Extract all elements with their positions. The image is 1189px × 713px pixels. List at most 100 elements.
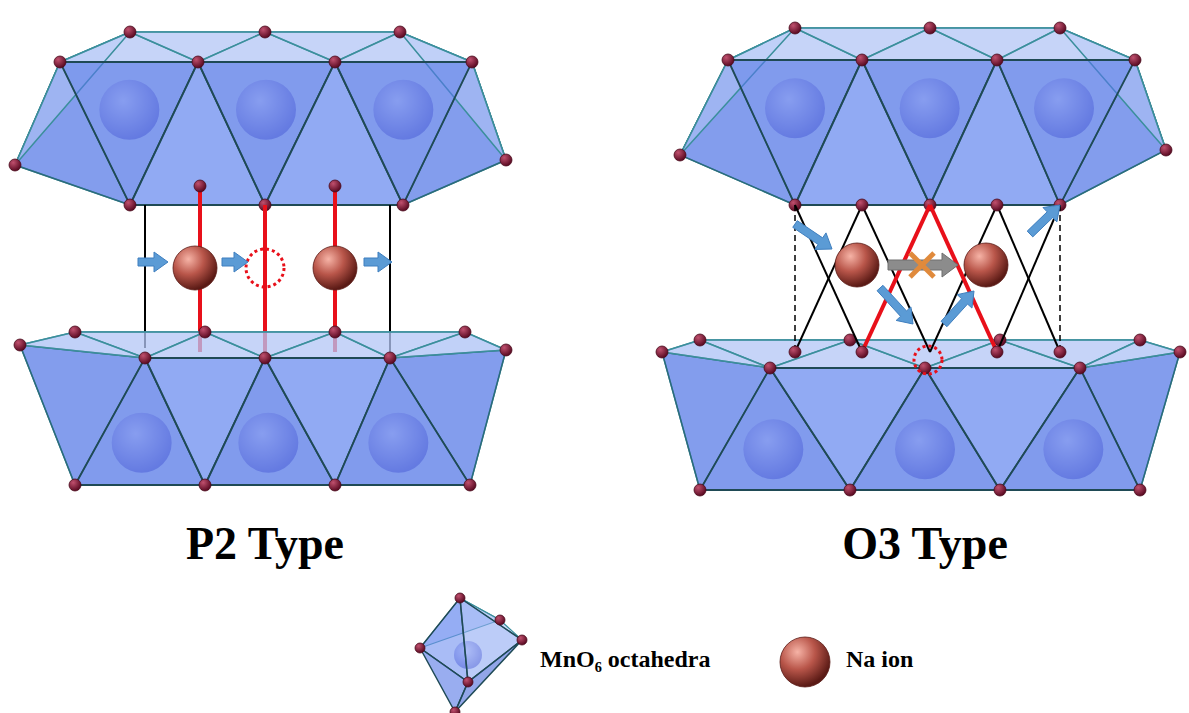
migration-arrow (222, 252, 248, 272)
blocked-mark (910, 253, 934, 277)
octahedron-face (997, 60, 1135, 205)
oxygen-atom (464, 479, 476, 491)
oxygen-atom (14, 339, 26, 351)
oxygen-atom (329, 326, 341, 338)
layer-slab (15, 32, 506, 205)
sodium-ion (173, 246, 217, 290)
octahedron-legend-icon (455, 640, 522, 712)
oxygen-atom (495, 615, 505, 625)
oxygen-atom (500, 154, 512, 166)
oxygen-atom (259, 352, 271, 364)
oxygen-atom (991, 199, 1003, 211)
oxygen-atom (694, 334, 706, 346)
oxygen-atom (259, 26, 271, 38)
blocked-mark (910, 253, 934, 277)
sodium-ion (780, 637, 830, 687)
oxygen-atom (450, 707, 460, 713)
oxygen-atom (674, 149, 686, 161)
octahedral-edge (997, 205, 1060, 352)
oxygen-atom (789, 346, 801, 358)
oxygen-atom (124, 199, 136, 211)
migration-arrow (364, 252, 392, 272)
layer-slab (20, 332, 506, 485)
oxygen-atom (329, 180, 341, 192)
oxygen-atom (1134, 484, 1146, 496)
octahedron-face (1000, 368, 1140, 490)
panel-title-box: O3 Type (725, 518, 1125, 571)
legend-label-box: MnO₆ octahedra (540, 646, 711, 674)
octahedron-face (335, 62, 472, 205)
layer-slab (680, 28, 1166, 205)
octahedral-edge (1059, 205, 1061, 352)
octahedron-face (335, 358, 470, 485)
oxygen-atom (991, 346, 1003, 358)
migration-arrow (793, 221, 832, 250)
oxygen-atom (199, 479, 211, 491)
oxygen-atom (54, 56, 66, 68)
oxygen-atom (394, 26, 406, 38)
oxygen-atom (856, 199, 868, 211)
prism-edge (389, 205, 391, 352)
oxygen-atom (517, 635, 527, 645)
panel-title: P2 Type (186, 518, 344, 569)
octahedron-face (662, 340, 770, 368)
sodium-ion (835, 243, 879, 287)
migration-arrow (1027, 205, 1060, 237)
oxygen-atom (415, 643, 425, 653)
oxygen-atom (1054, 346, 1066, 358)
oxygen-atom (397, 199, 409, 211)
oxygen-atom (991, 54, 1003, 66)
oxygen-atom (459, 326, 471, 338)
oxygen-atom (500, 344, 512, 356)
oxygen-atom (384, 352, 396, 364)
sodium-ion (313, 246, 357, 290)
oxygen-atom (192, 56, 204, 68)
oxygen-atom (463, 677, 473, 687)
prism-edge (144, 205, 146, 348)
oxygen-atom (694, 484, 706, 496)
oxygen-atom (722, 54, 734, 66)
migration-arrow (888, 253, 958, 277)
oxygen-atom (994, 484, 1006, 496)
migration-arrow (877, 285, 913, 324)
oxygen-atom (764, 362, 776, 374)
oxygen-atom (69, 326, 81, 338)
layer-slab (662, 340, 1180, 490)
legend-label: Na ion (846, 646, 913, 672)
oxygen-atom (466, 56, 478, 68)
oxygen-atom (656, 346, 668, 358)
oxygen-atom (1174, 346, 1186, 358)
octahedron-face (20, 332, 145, 358)
oxygen-atom (1074, 362, 1086, 374)
oxygen-atom (124, 26, 136, 38)
oxygen-atom (455, 593, 465, 603)
oxygen-atom (329, 56, 341, 68)
sodium-ion (964, 243, 1008, 287)
oxygen-atom (1054, 22, 1066, 34)
migration-arrow (138, 252, 168, 272)
oxygen-atom (69, 479, 81, 491)
oxygen-atom (856, 54, 868, 66)
oxygen-atom (856, 346, 868, 358)
oxygen-atom (924, 22, 936, 34)
oxygen-atom (194, 180, 206, 192)
oxygen-atom (139, 352, 151, 364)
octahedral-edge (997, 205, 1060, 352)
oxygen-atom (9, 159, 21, 171)
oxygen-atom (329, 479, 341, 491)
oxygen-atom (1160, 144, 1172, 156)
panel-title-box: P2 Type (65, 518, 465, 571)
oxygen-atom (199, 326, 211, 338)
panel-title: O3 Type (842, 518, 1008, 569)
vacancy-site (914, 346, 942, 374)
vacancy-site (246, 249, 284, 287)
octahedron-face (1080, 340, 1180, 368)
oxygen-atom (844, 484, 856, 496)
legend-label: MnO₆ octahedra (540, 646, 711, 672)
oxygen-atom (789, 22, 801, 34)
oxygen-atom (1129, 54, 1141, 66)
migration-arrow (941, 291, 974, 327)
legend-label-box: Na ion (846, 646, 913, 674)
octahedron-face (390, 332, 506, 358)
